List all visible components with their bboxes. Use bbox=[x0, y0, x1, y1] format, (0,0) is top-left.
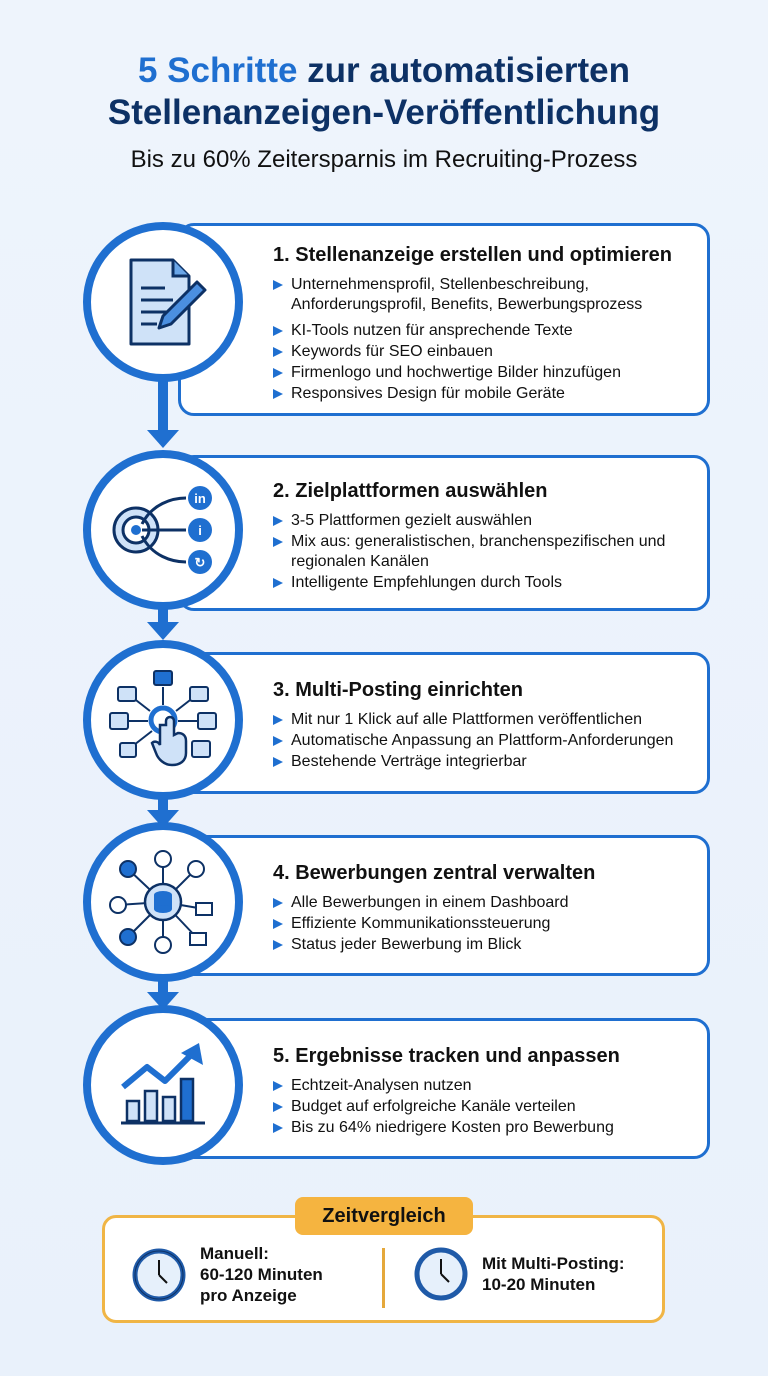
step-4-card: 4. Bewerbungen zentral verwalten Alle Be… bbox=[178, 835, 710, 976]
growth-chart-icon bbox=[121, 1043, 205, 1125]
document-pencil-icon bbox=[129, 258, 207, 346]
step-3-icon-circle bbox=[83, 640, 243, 800]
manual-time: Manuell: 60-120 Minuten pro Anzeige bbox=[132, 1243, 323, 1306]
multi-label: Mit Multi-Posting: bbox=[482, 1254, 625, 1273]
list-item: Mix aus: generalistischen, branchenspezi… bbox=[273, 532, 707, 572]
step-5-card: 5. Ergebnisse tracken und anpassen Echtz… bbox=[178, 1018, 710, 1159]
title-accent: 5 Schritte bbox=[137, 51, 298, 90]
step-title: 3. Multi-Posting einrichten bbox=[273, 679, 524, 701]
list-item: Echtzeit-Analysen nutzen bbox=[273, 1076, 707, 1096]
svg-text:↻: ↻ bbox=[195, 555, 206, 570]
multi-posting-click-icon bbox=[109, 670, 217, 767]
clock-icon bbox=[132, 1248, 186, 1301]
list-item: Effiziente Kommunikationssteuerung bbox=[273, 914, 707, 934]
svg-text:i: i bbox=[198, 523, 202, 538]
connector bbox=[158, 972, 168, 994]
subtitle: Bis zu 60% Zeitersparnis im Recruiting-P… bbox=[130, 146, 638, 173]
list-item: Keywords für SEO einbauen bbox=[273, 342, 707, 362]
list-item: Mit nur 1 Klick auf alle Plattformen ver… bbox=[273, 710, 707, 730]
step-title: 1. Stellenanzeige erstellen und optimier… bbox=[273, 244, 672, 266]
title-rest: zur automatisierten bbox=[297, 51, 631, 90]
step-1-card: 1. Stellenanzeige erstellen und optimier… bbox=[178, 223, 710, 416]
step-2-icon-circle: in i ↻ bbox=[83, 450, 243, 610]
step-title: 2. Zielplattformen auswählen bbox=[273, 480, 548, 502]
list-item: Responsives Design für mobile Geräte bbox=[273, 384, 707, 404]
divider bbox=[382, 1248, 385, 1308]
connector bbox=[158, 790, 168, 812]
step-title: 5. Ergebnisse tracken und anpassen bbox=[273, 1045, 620, 1067]
comparison-title: Zeitvergleich bbox=[295, 1197, 473, 1235]
arrow-down-icon bbox=[147, 430, 179, 448]
step-5-icon-circle bbox=[83, 1005, 243, 1165]
page-title: 5 Schritte zur automatisierten Stellenan… bbox=[0, 50, 768, 134]
svg-text:in: in bbox=[194, 491, 206, 506]
list-item: KI-Tools nutzen für ansprechende Texte bbox=[273, 321, 707, 341]
manual-unit: pro Anzeige bbox=[200, 1286, 297, 1305]
target-platforms-icon: in i ↻ bbox=[112, 486, 212, 574]
database-hub-icon bbox=[109, 850, 213, 954]
title-line2: Stellenanzeigen-Veröffentlichung bbox=[107, 93, 661, 132]
list-item: Automatische Anpassung an Plattform-Anfo… bbox=[273, 731, 707, 751]
list-item: 3-5 Plattformen gezielt auswählen bbox=[273, 511, 707, 531]
step-4-icon-circle bbox=[83, 822, 243, 982]
list-item: Unternehmensprofil, Stellenbeschreibung,… bbox=[273, 275, 707, 315]
connector bbox=[158, 600, 168, 624]
multi-posting-time: Mit Multi-Posting: 10-20 Minuten bbox=[414, 1247, 625, 1301]
arrow-down-icon bbox=[147, 622, 179, 640]
step-3-card: 3. Multi-Posting einrichten Mit nur 1 Kl… bbox=[178, 652, 710, 794]
connector bbox=[158, 380, 168, 430]
list-item: Intelligente Empfehlungen durch Tools bbox=[273, 573, 707, 593]
list-item: Firmenlogo und hochwertige Bilder hinzuf… bbox=[273, 363, 707, 383]
list-item: Bis zu 64% niedrigere Kosten pro Bewerbu… bbox=[273, 1118, 707, 1138]
list-item: Budget auf erfolgreiche Kanäle verteilen bbox=[273, 1097, 707, 1117]
step-1-icon-circle bbox=[83, 222, 243, 382]
step-2-card: 2. Zielplattformen auswählen 3-5 Plattfo… bbox=[178, 455, 710, 611]
list-item: Alle Bewerbungen in einem Dashboard bbox=[273, 893, 707, 913]
list-item: Status jeder Bewerbung im Blick bbox=[273, 935, 707, 955]
multi-value: 10-20 Minuten bbox=[482, 1275, 596, 1294]
step-title: 4. Bewerbungen zentral verwalten bbox=[273, 862, 596, 884]
manual-label: Manuell: bbox=[200, 1244, 269, 1263]
list-item: Bestehende Verträge integrierbar bbox=[273, 752, 707, 772]
clock-icon bbox=[414, 1247, 468, 1301]
manual-value: 60-120 Minuten bbox=[200, 1265, 323, 1284]
